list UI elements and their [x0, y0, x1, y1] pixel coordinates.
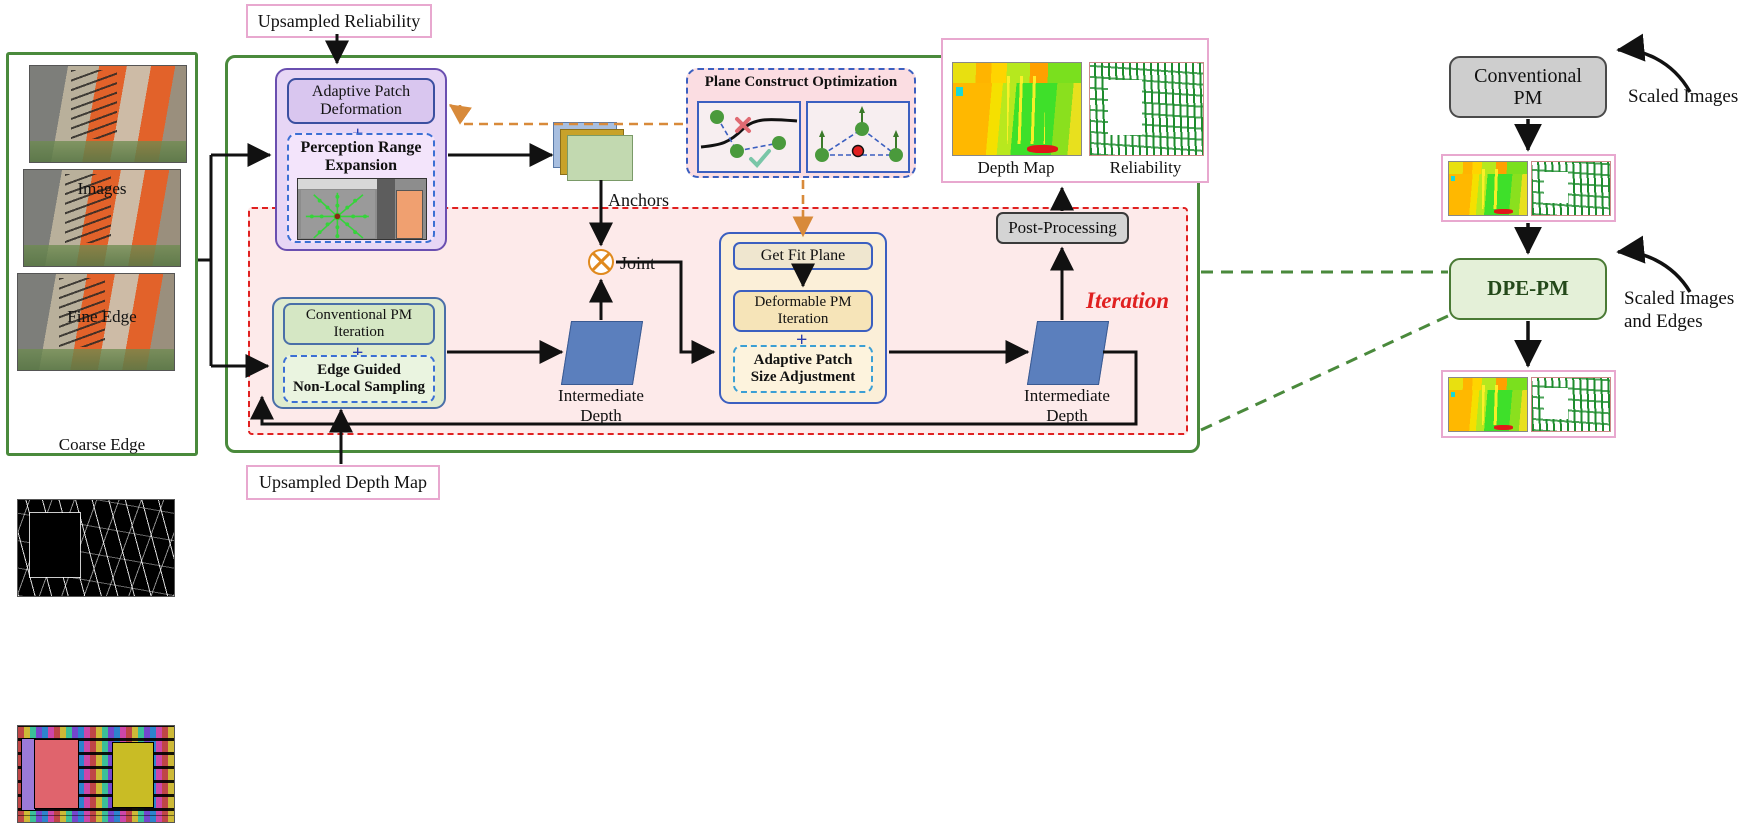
conventional-pm-iteration-title: Conventional PM Iteration [283, 303, 435, 345]
intermediate-depth-1-icon [560, 321, 644, 385]
edge-guided-non-local-sampling-text: Edge Guided Non-Local Sampling [292, 362, 426, 395]
adaptive-patch-deformation-text: Adaptive Patch Deformation [311, 83, 411, 118]
depth-map-label: Depth Map [977, 158, 1055, 177]
result-depth-map-image [952, 62, 1082, 156]
right-result-panel-2 [1441, 370, 1616, 438]
edge-guided-non-local-sampling: Edge Guided Non-Local Sampling [283, 355, 435, 403]
deformable-pm-iteration-title: Deformable PM Iteration [733, 290, 873, 332]
input-label-images: Images [77, 179, 127, 198]
results-panel: Depth Map Reliability [941, 38, 1209, 183]
input-thumb-images [17, 273, 175, 371]
joint-operator-icon [588, 249, 614, 275]
upsampled-reliability-label: Upsampled Reliability [246, 4, 432, 38]
plus-icon-deformable: + [796, 329, 808, 351]
intermediate-depth-2-icon [1026, 321, 1110, 385]
input-label-fine-edge: Fine Edge [67, 307, 137, 326]
upsampled-depth-map-label: Upsampled Depth Map [246, 465, 440, 500]
input-thumb-images-back [29, 65, 187, 163]
input-thumb-fine-edge [17, 499, 175, 597]
plane-reject-accept-illustration [697, 101, 801, 173]
input-thumb-images-mid [23, 169, 181, 267]
conventional-pm-iteration-text: Conventional PM Iteration [305, 307, 413, 340]
input-thumb-coarse-edge [17, 725, 175, 823]
plane-construct-optimization-title: Plane Construct Optimization [704, 74, 898, 90]
perception-range-illustration [297, 178, 427, 240]
conventional-pm-box: Conventional PM [1449, 56, 1607, 118]
anchors-stack-icon [553, 122, 633, 181]
right-result-panel-1 [1441, 154, 1616, 222]
result-reliability-image [1089, 62, 1204, 156]
intermediate-depth-2-label: Intermediate Depth [1024, 386, 1110, 425]
post-processing-box[interactable]: Post-Processing [996, 212, 1129, 244]
adaptive-patch-size-adjustment: Adaptive Patch Size Adjustment [733, 345, 873, 393]
reliability-label: Reliability [1109, 158, 1182, 177]
scaled-images-and-edges-label: Scaled Images and Edges [1624, 288, 1735, 332]
dpe-pm-box: DPE-PM [1449, 258, 1607, 320]
adaptive-patch-deformation-title: Adaptive Patch Deformation [287, 78, 435, 124]
adaptive-patch-size-adjustment-text: Adaptive Patch Size Adjustment [750, 352, 856, 385]
conventional-pm-text: Conventional PM [1474, 64, 1582, 109]
perception-range-expansion-title: Perception Range Expansion [287, 135, 435, 179]
input-label-coarse-edge: Coarse Edge [58, 435, 146, 454]
iteration-badge: Iteration [1086, 288, 1170, 313]
deformable-pm-iteration-text: Deformable PM Iteration [754, 294, 852, 327]
perception-range-expansion-text: Perception Range Expansion [300, 139, 422, 174]
intermediate-depth-1-label: Intermediate Depth [558, 386, 644, 425]
input-images-panel: Images Fine Edge Coarse Edge [6, 52, 198, 823]
joint-label: Joint [620, 253, 656, 273]
plane-normal-vectors-illustration [806, 101, 910, 173]
scaled-images-label: Scaled Images [1628, 86, 1739, 107]
get-fit-plane-box: Get Fit Plane [733, 242, 873, 270]
anchors-label: Anchors [608, 190, 669, 210]
